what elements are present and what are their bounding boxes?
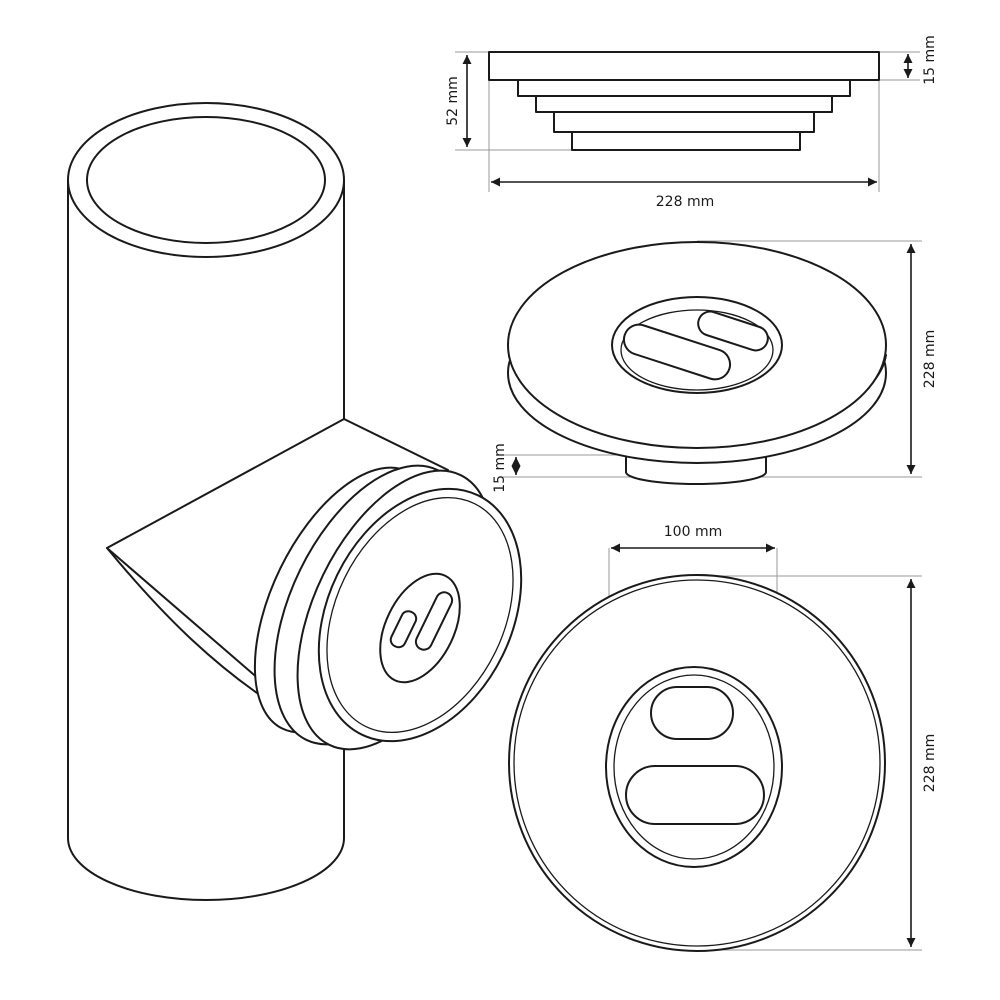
front-slot-upper (650, 686, 734, 740)
dim-label-15mm-top: 15 mm (922, 35, 938, 85)
skimmer-slot-upper (414, 591, 454, 651)
front-cup-inner (613, 674, 775, 860)
dim-label-228mm-perspective: 228 mm (922, 330, 938, 388)
skimmer-face-lip (326, 496, 514, 734)
perspective-disc-view: 228 mm 15 mm (492, 240, 938, 493)
dim-label-228mm-width: 228 mm (656, 194, 714, 210)
profile-step-2 (535, 95, 833, 113)
skimmer-slot-lower (389, 610, 418, 649)
dim-label-100mm: 100 mm (664, 524, 722, 540)
front-view: 100 mm 228 mm (508, 524, 938, 952)
disc-slot-left (622, 323, 732, 381)
profile-step-1 (517, 79, 851, 97)
dim-label-15mm-perspective: 15 mm (492, 443, 508, 493)
profile-step-4 (571, 131, 801, 151)
dim-label-52mm: 52 mm (445, 76, 461, 126)
disc-slot-right (697, 310, 769, 352)
front-slot-lower (625, 765, 765, 825)
dim-label-228mm-front: 228 mm (922, 734, 938, 792)
profile-flange (488, 51, 880, 81)
pipe-top-rim-inner (86, 116, 326, 244)
disc-cup-inner (620, 309, 774, 391)
side-profile-view: 52 mm 15 mm 228 mm (445, 35, 938, 210)
front-outer-circle-lip (513, 579, 881, 947)
profile-step-3 (553, 111, 815, 133)
pipe-assembly-illustration (67, 102, 523, 901)
